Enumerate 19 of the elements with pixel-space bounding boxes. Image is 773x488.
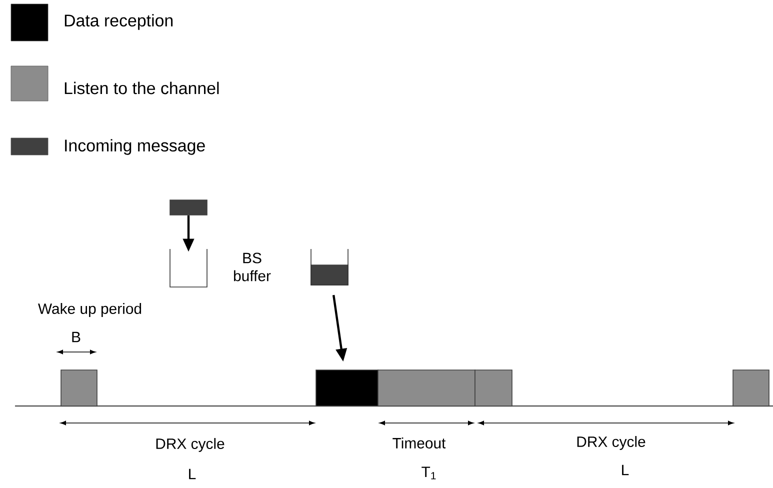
time-slot <box>732 370 770 406</box>
text-label: B <box>72 332 80 342</box>
legend-label: Incoming message <box>65 139 205 155</box>
time-slot <box>60 370 98 406</box>
message-block <box>170 200 208 216</box>
time-slot <box>474 370 512 406</box>
text-label: Wake up period <box>38 303 142 317</box>
legend-label: Data reception <box>64 14 173 30</box>
text-label: L <box>189 468 196 480</box>
time-slot <box>316 370 378 406</box>
legend-label: Listen to the channel <box>64 82 219 94</box>
text-label: DRX cycle <box>577 436 646 450</box>
text-label: BS buffer <box>234 252 271 282</box>
buffer-drawing <box>310 248 348 286</box>
text-label: Timeout <box>392 438 446 448</box>
text-label: DRX cycle <box>156 438 224 452</box>
text-label: T$_{1}$ <box>422 466 436 480</box>
text-label: L <box>622 464 629 476</box>
buffer-drawing <box>170 248 208 288</box>
